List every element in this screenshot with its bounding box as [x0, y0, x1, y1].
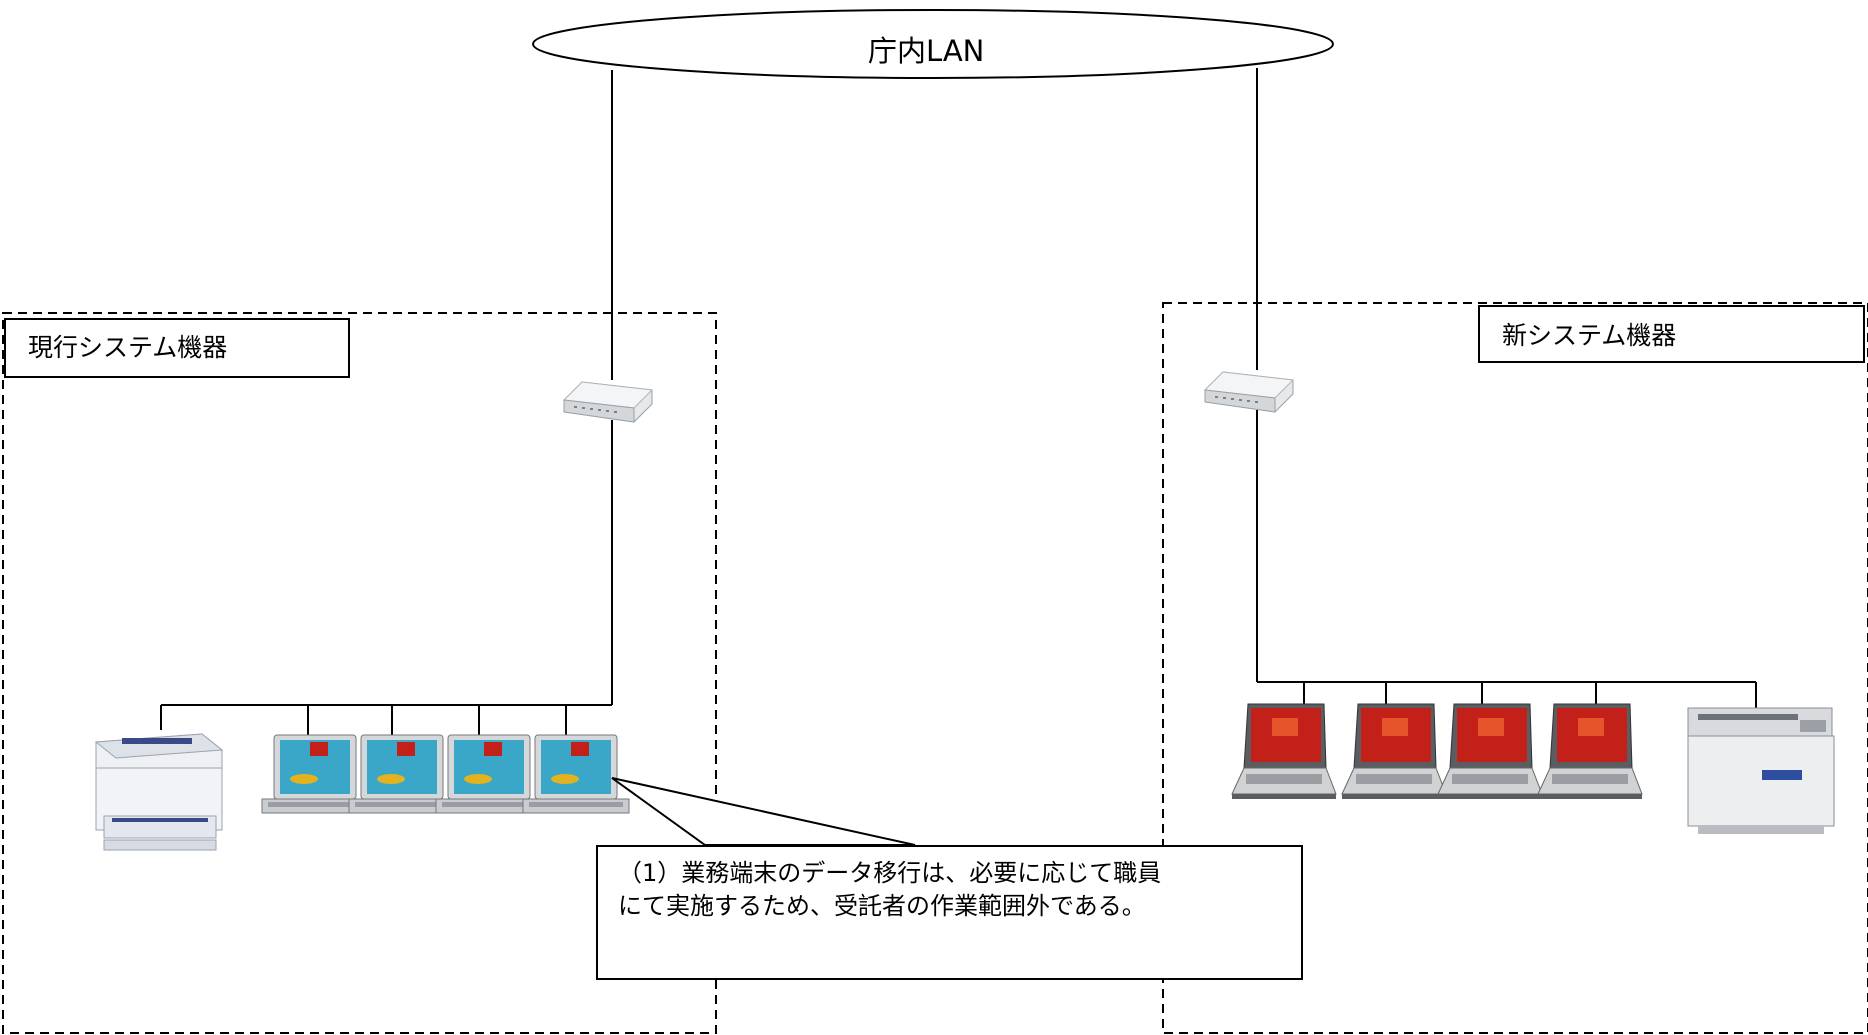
current-cabling: [160, 420, 613, 735]
new-terminal-4-icon: [1537, 703, 1643, 800]
current-hub-icon: [563, 381, 653, 423]
new-system-label-box: 新システム機器: [1478, 305, 1865, 363]
new-system-frame: [1162, 302, 1868, 1034]
new-hub-icon: [1204, 371, 1294, 413]
note-line-1: （1）業務端末のデータ移行は、必要に応じて職員: [618, 859, 1162, 887]
note-callout: （1）業務端末のデータ移行は、必要に応じて職員 にて実施するため、受託者の作業範…: [596, 845, 1303, 980]
new-cabling: [1256, 410, 1757, 712]
current-printer-icon: [94, 733, 224, 851]
current-system-frame: [2, 312, 717, 1034]
lan-ellipse: [532, 9, 1334, 79]
note-line-2: にて実施するため、受託者の作業範囲外である。: [618, 892, 1146, 920]
current-system-label-box: 現行システム機器: [4, 318, 350, 378]
new-system-title: 新システム機器: [1502, 321, 1677, 350]
current-terminal-4-icon: [522, 734, 630, 814]
new-printer-icon: [1687, 707, 1835, 834]
new-terminal-2-icon: [1341, 703, 1447, 800]
new-terminal-3-icon: [1437, 703, 1543, 800]
current-system-title: 現行システム機器: [28, 333, 228, 362]
callout-pointer: [611, 777, 916, 846]
new-terminal-1-icon: [1231, 703, 1337, 800]
